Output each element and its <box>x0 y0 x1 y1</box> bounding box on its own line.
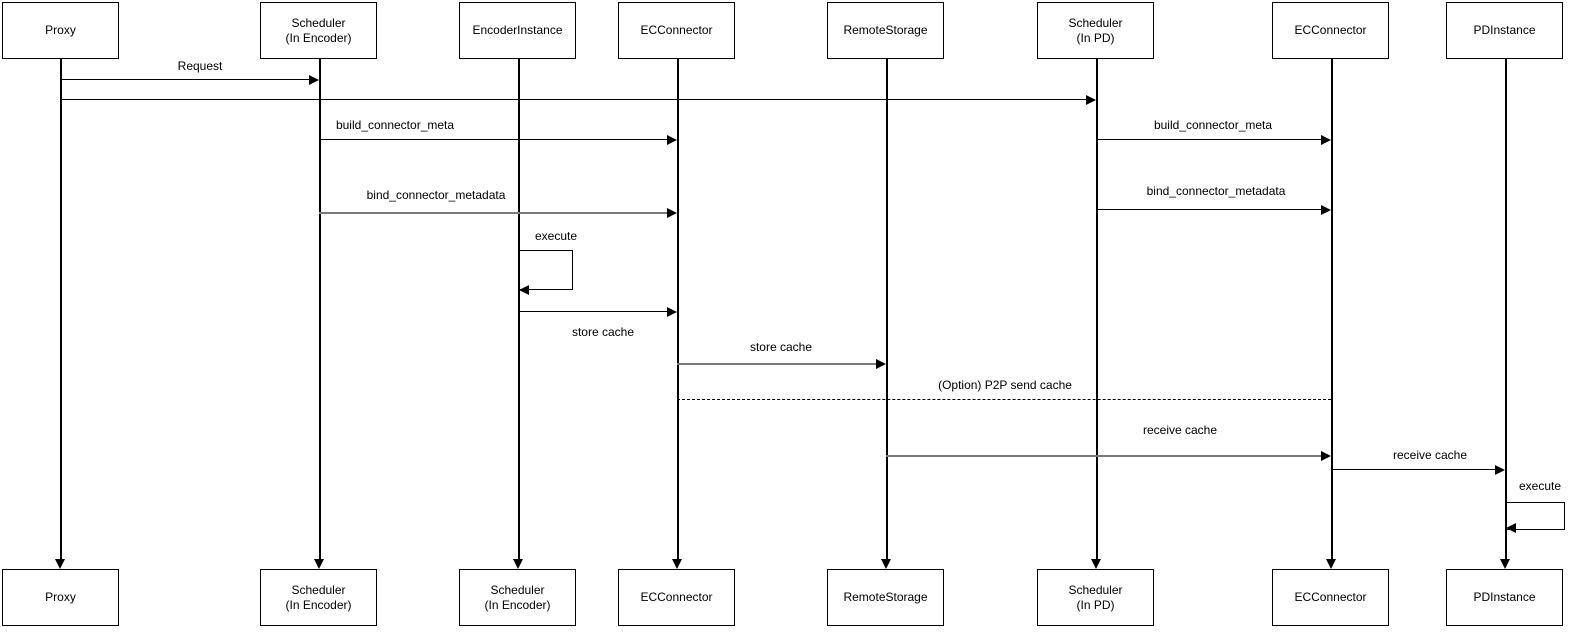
message-line-p2p-send-cache[interactable] <box>677 399 1331 400</box>
message-arrow-build-connector-meta-encoder[interactable] <box>319 139 669 140</box>
lifeline-pdinstance <box>1505 59 1507 559</box>
participant-bottom-pdinstance[interactable]: PDInstance <box>1446 569 1563 626</box>
lifeline-arrowhead-ecconnector-pd <box>1326 559 1336 569</box>
participant-bottom-scheduler-pd[interactable]: Scheduler (In PD) <box>1037 569 1154 626</box>
participant-top-encoderinstance[interactable]: EncoderInstance <box>459 2 576 59</box>
message-label-p2p-send-cache: (Option) P2P send cache <box>938 378 1072 392</box>
message-label-receive-cache-pdinstance: receive cache <box>1392 448 1468 462</box>
lifeline-ecconnector-pd <box>1331 59 1333 559</box>
lifeline-encoderinstance <box>518 59 520 559</box>
participant-top-scheduler-encoder[interactable]: Scheduler (In Encoder) <box>260 2 377 59</box>
arrowhead-store-cache-encoder <box>667 307 677 317</box>
participant-bottom-proxy[interactable]: Proxy <box>2 569 119 626</box>
lifeline-proxy <box>60 59 62 559</box>
lifeline-arrowhead-scheduler-pd <box>1091 559 1101 569</box>
arrowhead-store-cache-remote <box>876 359 886 369</box>
participant-top-proxy[interactable]: Proxy <box>2 2 119 59</box>
message-label-store-cache-remote: store cache <box>749 340 813 354</box>
message-arrow-store-cache-remote[interactable] <box>677 363 878 365</box>
participant-bottom-scheduler-encoder[interactable]: Scheduler (In Encoder) <box>260 569 377 626</box>
participant-bottom-remotestorage[interactable]: RemoteStorage <box>827 569 944 626</box>
arrowhead-build-connector-meta-encoder <box>667 135 677 145</box>
participant-top-ecconnector[interactable]: ECConnector <box>618 2 735 59</box>
message-arrow-bind-connector-metadata-pd[interactable] <box>1096 209 1323 210</box>
arrowhead-proxy-to-scheduler-pd <box>1086 95 1096 105</box>
message-arrow-proxy-to-scheduler-pd[interactable] <box>60 99 1088 100</box>
message-label-execute-encoder: execute <box>534 229 578 243</box>
message-label-execute-pd: execute <box>1518 479 1562 493</box>
self-loop-execute-encoder[interactable] <box>518 250 573 290</box>
arrowhead-build-connector-meta-pd <box>1321 135 1331 145</box>
lifeline-scheduler-pd <box>1096 59 1098 559</box>
arrowhead-request <box>309 75 319 85</box>
participant-top-pdinstance[interactable]: PDInstance <box>1446 2 1563 59</box>
participant-top-scheduler-pd[interactable]: Scheduler (In PD) <box>1037 2 1154 59</box>
lifeline-arrowhead-encoderinstance <box>513 559 523 569</box>
lifeline-scheduler-encoder <box>319 59 321 559</box>
participant-top-ecconnector-pd[interactable]: ECConnector <box>1272 2 1389 59</box>
arrowhead-bind-connector-metadata-pd <box>1321 205 1331 215</box>
message-label-build-connector-meta-pd: build_connector_meta <box>1153 118 1273 132</box>
arrowhead-receive-cache-pdinstance <box>1495 465 1505 475</box>
message-arrow-build-connector-meta-pd[interactable] <box>1096 139 1323 140</box>
participant-bottom-scheduler-encoder-2[interactable]: Scheduler (In Encoder) <box>459 569 576 626</box>
message-label-bind-connector-metadata-pd: bind_connector_metadata <box>1146 184 1286 198</box>
arrowhead-bind-connector-metadata-encoder <box>667 208 677 218</box>
lifeline-remotestorage <box>886 59 888 559</box>
message-arrow-store-cache-encoder[interactable] <box>518 311 669 312</box>
message-label-bind-connector-metadata-encoder: bind_connector_metadata <box>366 188 506 202</box>
message-arrow-receive-cache-pdinstance[interactable] <box>1331 469 1497 470</box>
message-arrow-receive-cache-ecconnector[interactable] <box>886 455 1323 457</box>
participant-bottom-ecconnector[interactable]: ECConnector <box>618 569 735 626</box>
message-label-build-connector-meta-encoder: build_connector_meta <box>335 118 455 132</box>
lifeline-arrowhead-ecconnector <box>672 559 682 569</box>
lifeline-arrowhead-pdinstance <box>1500 559 1510 569</box>
lifeline-arrowhead-proxy <box>55 559 65 569</box>
lifeline-arrowhead-remotestorage <box>881 559 891 569</box>
message-arrow-bind-connector-metadata-encoder[interactable] <box>319 212 669 214</box>
message-label-store-cache-encoder: store cache <box>571 325 635 339</box>
lifeline-ecconnector <box>677 59 679 559</box>
arrowhead-execute-pd <box>1506 523 1516 533</box>
participant-top-remotestorage[interactable]: RemoteStorage <box>827 2 944 59</box>
message-arrow-request[interactable] <box>60 79 311 80</box>
self-loop-execute-pd[interactable] <box>1505 502 1565 530</box>
arrowhead-receive-cache-ecconnector <box>1321 451 1331 461</box>
message-label-receive-cache-ecconnector: receive cache <box>1142 423 1218 437</box>
lifeline-arrowhead-scheduler-encoder <box>314 559 324 569</box>
arrowhead-execute-encoder <box>519 285 529 295</box>
participant-bottom-ecconnector-pd[interactable]: ECConnector <box>1272 569 1389 626</box>
message-label-request: Request <box>177 59 223 73</box>
